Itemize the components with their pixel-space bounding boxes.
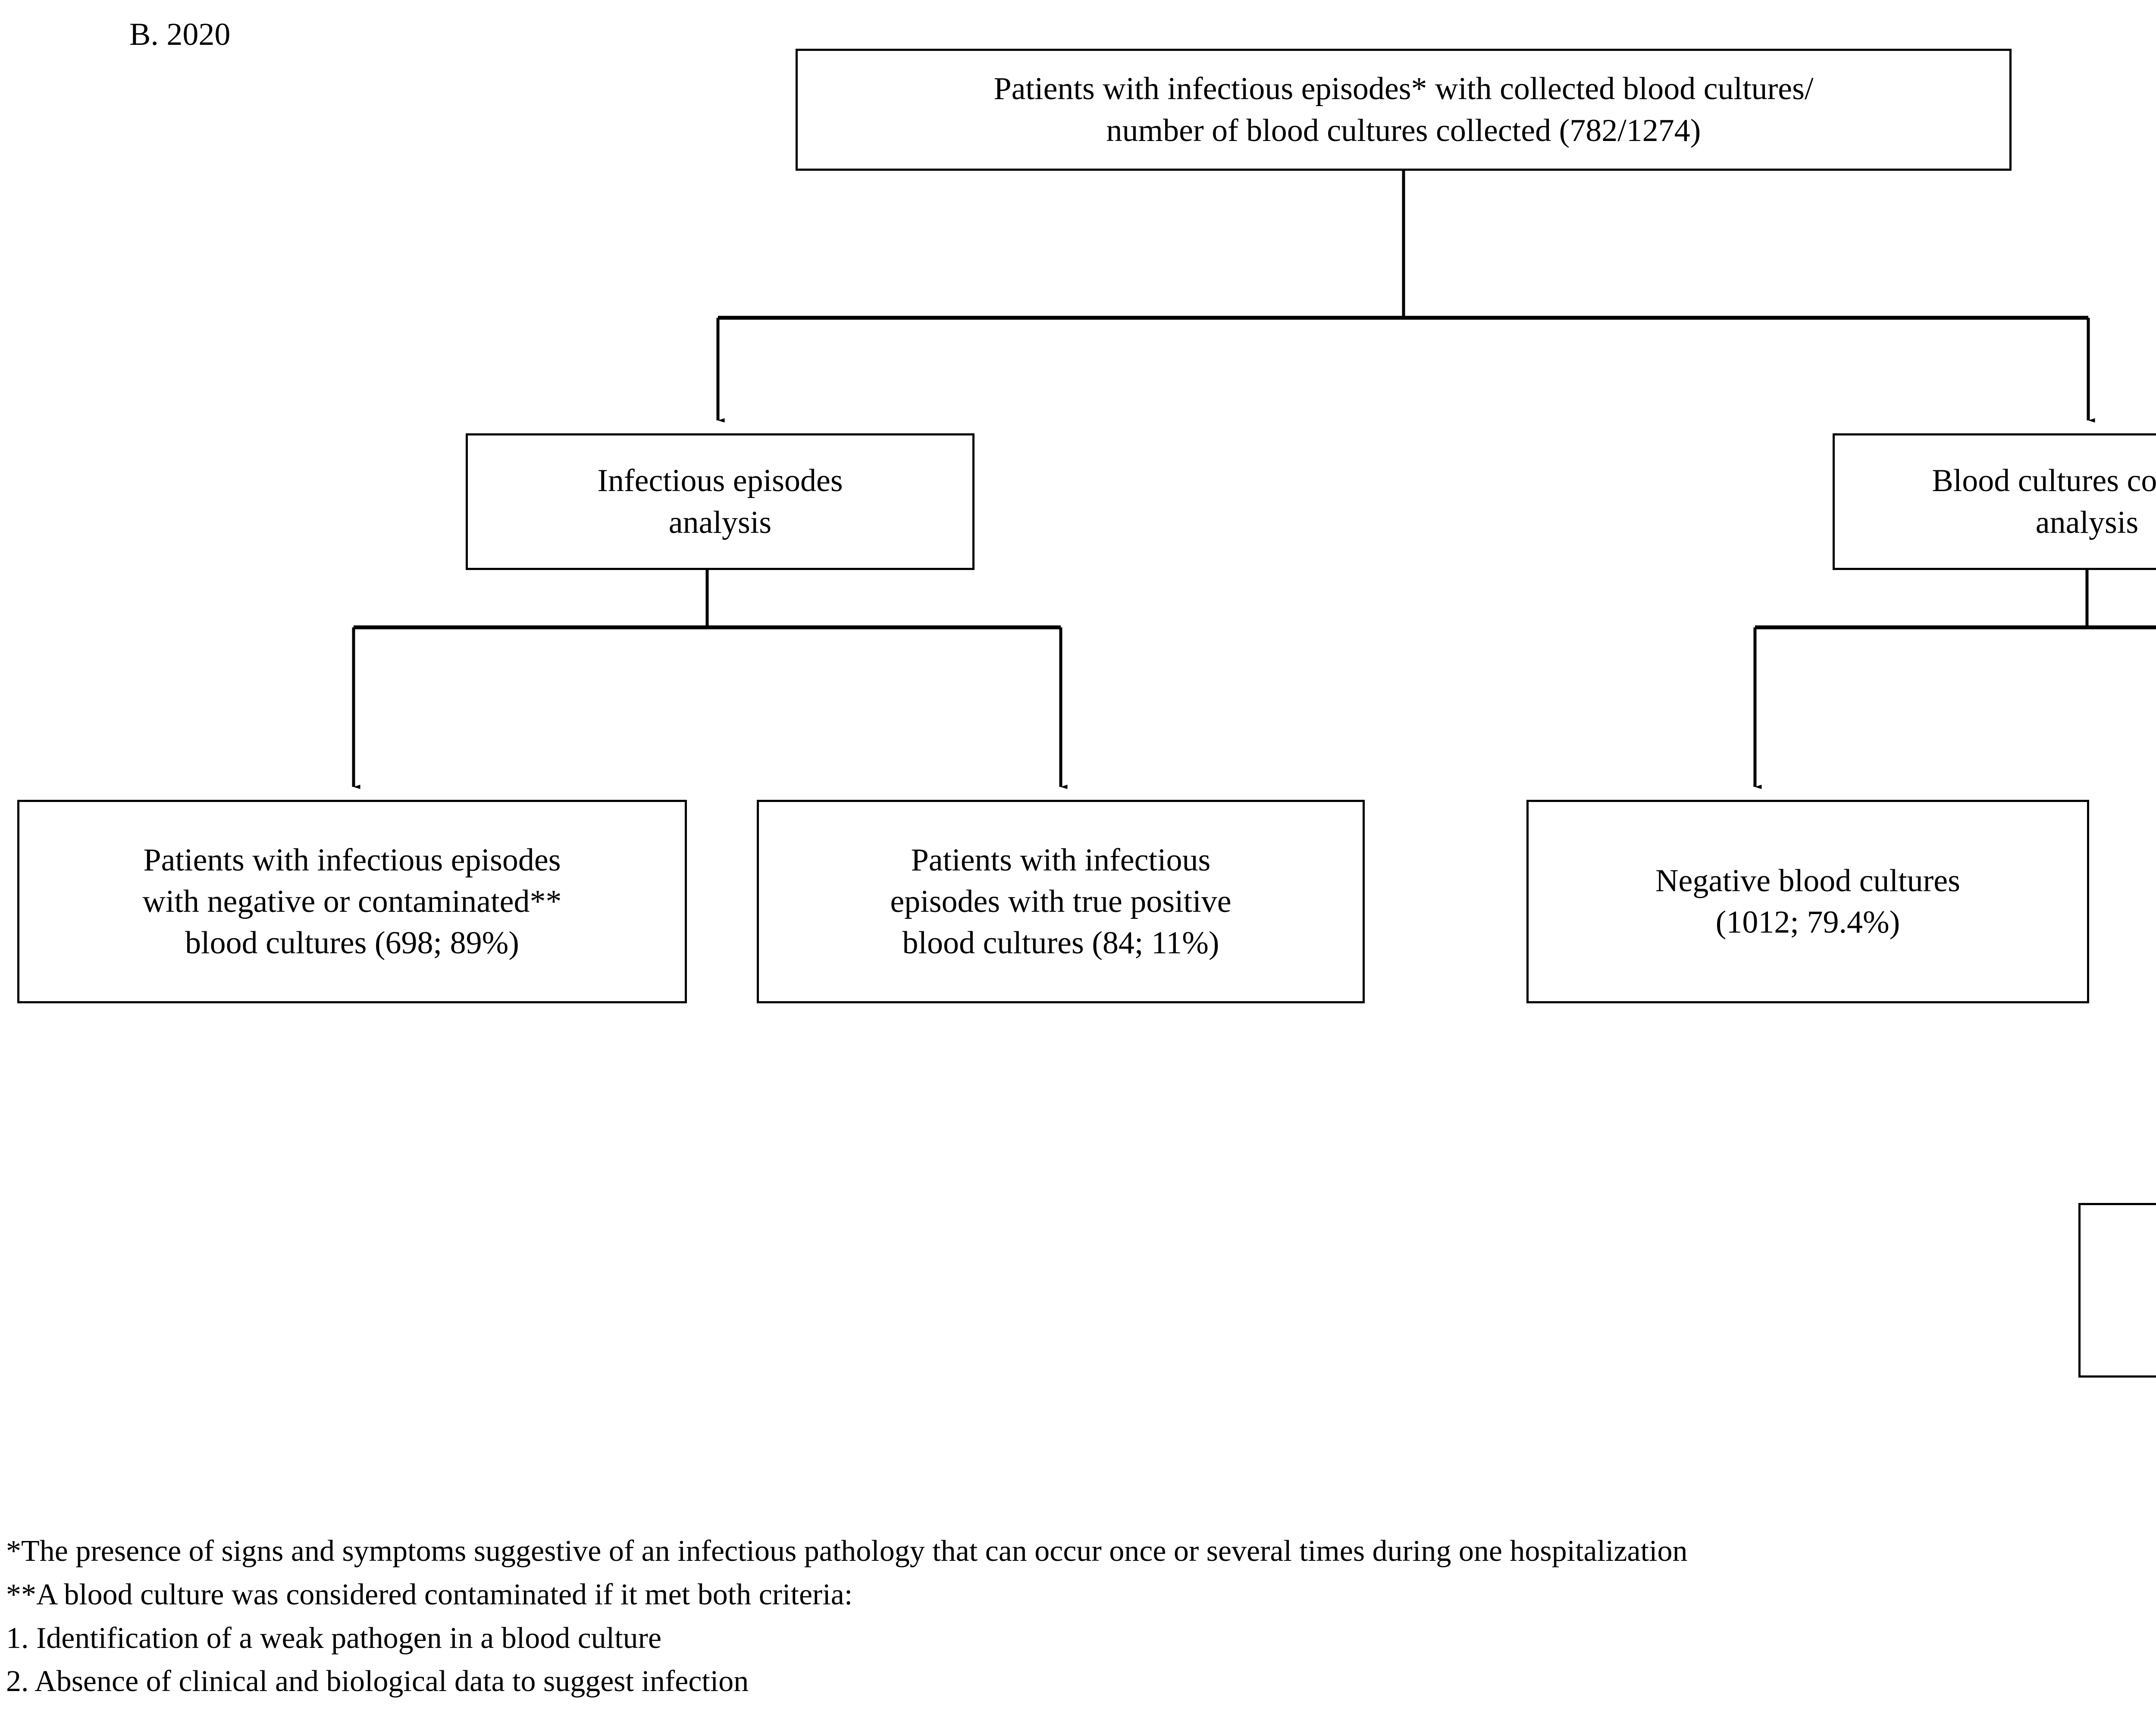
- footnote-line-2: **A blood culture was considered contami…: [6, 1578, 853, 1611]
- node-negative-blood-cultures-label: Negative blood cultures (1012; 79.4%): [1655, 863, 1960, 940]
- node-contaminated-blood-cultures[interactable]: Contaminated blood cultures * * (149; 11…: [2078, 1203, 2156, 1378]
- node-episodes-true-positive-label: Patients with infectious episodes with t…: [890, 842, 1232, 961]
- footnotes-block: *The presence of signs and symptoms sugg…: [6, 1530, 2156, 1704]
- node-episodes-true-positive[interactable]: Patients with infectious episodes with t…: [757, 800, 1365, 1003]
- panel-label: B. 2020: [129, 17, 231, 52]
- node-cultures-analysis-label: Blood cultures collected analysis: [1932, 463, 2156, 540]
- node-negative-blood-cultures[interactable]: Negative blood cultures (1012; 79.4%): [1526, 800, 2089, 1003]
- footnote-line-1: *The presence of signs and symptoms sugg…: [6, 1535, 1688, 1568]
- node-episodes-negative-label: Patients with infectious episodes with n…: [142, 842, 562, 961]
- node-root[interactable]: Patients with infectious episodes* with …: [796, 49, 2012, 171]
- node-episodes-analysis[interactable]: Infectious episodes analysis: [466, 433, 975, 570]
- node-contaminated-blood-cultures-label: Contaminated blood cultures * * (149; 11…: [2087, 1228, 2156, 1353]
- node-root-label: Patients with infectious episodes* with …: [993, 71, 1814, 148]
- footnote-line-4: 2. Absence of clinical and biological da…: [6, 1665, 749, 1698]
- node-episodes-analysis-label: Infectious episodes analysis: [597, 463, 843, 540]
- node-cultures-analysis[interactable]: Blood cultures collected analysis: [1833, 433, 2156, 570]
- node-episodes-negative-contaminated[interactable]: Patients with infectious episodes with n…: [17, 800, 687, 1003]
- footnote-line-3: 1. Identification of a weak pathogen in …: [6, 1621, 662, 1655]
